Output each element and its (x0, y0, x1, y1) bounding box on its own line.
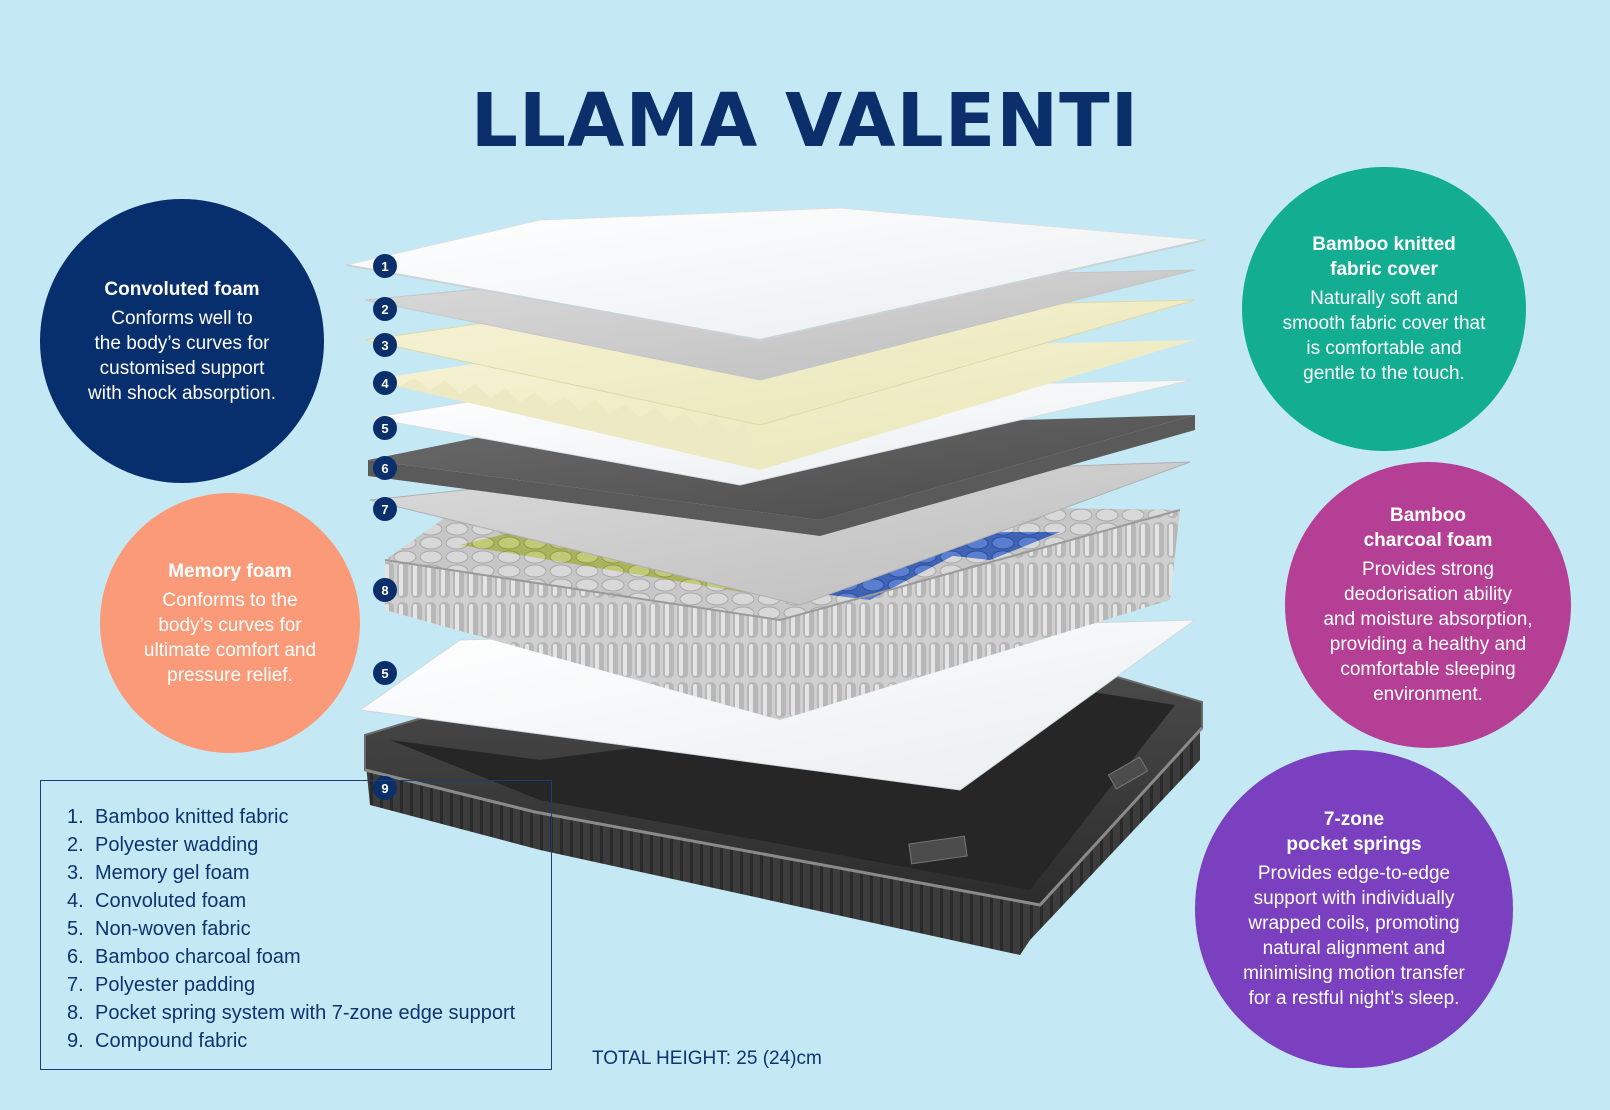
callout-body: Conforms well to the body’s curves for c… (88, 307, 276, 404)
layer-badge: 8 (373, 578, 397, 602)
svg-text:6: 6 (381, 461, 388, 476)
callout-bamboo-charcoal-foam: Bamboo charcoal foam Provides strong deo… (1285, 462, 1571, 748)
legend-item: 2. Polyester wadding (67, 831, 551, 859)
legend-item: 9. Compound fabric (67, 1027, 551, 1055)
legend-number: 1. (67, 806, 84, 828)
legend-number: 6. (67, 946, 84, 968)
legend-label: Compound fabric (95, 1030, 248, 1052)
svg-text:4: 4 (381, 376, 389, 391)
callout-body: Naturally soft and smooth fabric cover t… (1282, 288, 1486, 384)
layer-badge: 3 (373, 333, 397, 357)
svg-text:1: 1 (381, 259, 388, 274)
layer-badge: 6 (373, 456, 397, 480)
svg-text:9: 9 (381, 781, 388, 796)
legend-label: Bamboo charcoal foam (95, 946, 301, 968)
layer-badge: 2 (373, 297, 397, 321)
legend-item: 3. Memory gel foam (67, 859, 551, 887)
callout-heading: Memory foam (168, 560, 292, 582)
legend-number: 5. (67, 918, 84, 940)
callout-heading: 7-zone pocket springs (1286, 809, 1422, 855)
svg-text:7: 7 (381, 502, 388, 517)
legend-label: Non-woven fabric (95, 918, 251, 940)
callout-bamboo-fabric-cover: Bamboo knitted fabric cover Naturally so… (1242, 167, 1526, 451)
legend-item: 4. Convoluted foam (67, 887, 551, 915)
callout-heading: Bamboo knitted fabric cover (1312, 234, 1456, 280)
legend-item: 6. Bamboo charcoal foam (67, 943, 551, 971)
layer-legend: 1. Bamboo knitted fabric 2. Polyester wadd… (40, 780, 552, 1070)
page-title: LLAMA VALENTI (470, 78, 1140, 164)
mattress-layers-illustration: 1 2 3 4 5 6 7 8 5 9 (345, 207, 1206, 955)
legend-label: Memory gel foam (95, 862, 250, 884)
svg-text:5: 5 (381, 421, 388, 436)
legend-number: 4. (67, 890, 84, 912)
callout-convoluted-foam: Convoluted foam Conforms well to the bod… (40, 199, 324, 483)
callout-body: Provides strong deodorisation ability an… (1323, 559, 1533, 705)
legend-label: Pocket spring system with 7-zone edge su… (95, 1002, 516, 1024)
callout-body: Conforms to the body’s curves for ultima… (143, 589, 317, 686)
callout-heading: Bamboo charcoal foam (1363, 505, 1493, 551)
legend-label: Polyester wadding (95, 834, 259, 856)
legend-label: Bamboo knitted fabric (95, 806, 289, 828)
svg-text:5: 5 (381, 666, 388, 681)
layer-bamboo-knitted-fabric (345, 207, 1206, 342)
legend-item: 1. Bamboo knitted fabric (67, 803, 551, 831)
legend-number: 8. (67, 1002, 84, 1024)
legend-item: 5. Non-woven fabric (67, 915, 551, 943)
layer-badge: 9 (373, 776, 397, 800)
legend-number: 2. (67, 834, 84, 856)
callout-pocket-springs: 7-zone pocket springs Provides edge-to-e… (1195, 750, 1513, 1068)
callout-memory-foam: Memory foam Conforms to the body’s curve… (100, 493, 360, 753)
legend-label: Convoluted foam (95, 890, 247, 912)
legend-number: 7. (67, 974, 84, 996)
legend-number: 9. (67, 1030, 84, 1052)
layer-badge: 4 (373, 371, 397, 395)
layer-badge: 5 (373, 416, 397, 440)
svg-text:8: 8 (381, 583, 388, 598)
callout-heading: Convoluted foam (104, 278, 260, 300)
total-height-label: TOTAL HEIGHT: 25 (24)cm (592, 1048, 822, 1069)
layer-badge: 7 (373, 497, 397, 521)
legend-number: 3. (67, 862, 84, 884)
legend-item: 7. Polyester padding (67, 971, 551, 999)
callout-body: Provides edge-to-edge support with indiv… (1243, 863, 1465, 1009)
svg-text:3: 3 (381, 338, 388, 353)
layer-badge: 1 (373, 254, 397, 278)
legend-item: 8. Pocket spring system with 7-zone edge … (67, 999, 551, 1027)
svg-text:2: 2 (381, 302, 388, 317)
legend-label: Polyester padding (95, 974, 256, 996)
layer-badge: 5 (373, 661, 397, 685)
